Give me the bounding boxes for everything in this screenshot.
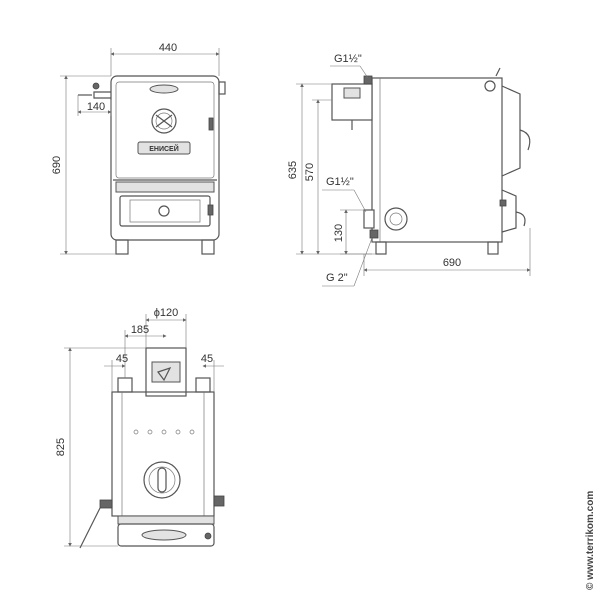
side-height-inner-label: 570 [304,163,316,181]
rear-left-gap-label: 45 [116,353,128,365]
watermark-text: © www.terrikom.com [585,491,596,590]
rear-view: ϕ120 185 45 45 825 [55,307,225,549]
side-top-fitting-label: G1½" [334,53,362,65]
side-height-outer-label: 635 [287,161,299,179]
front-width-label: 440 [159,42,177,54]
rear-pipe-offset-label: 185 [131,324,149,336]
side-bottom-fitting-label: G 2" [326,272,348,284]
front-view: ЕНИСЕЙ 440 690 140 [51,42,226,255]
rear-right-gap-label: 45 [201,353,213,365]
rear-height-label: 825 [55,438,67,456]
watermark: © www.terrikom.com [585,491,596,590]
side-mid-fitting-label: G1½" [326,176,354,188]
nameplate-text: ЕНИСЕЙ [149,144,179,153]
side-depth-label: 690 [443,257,461,269]
side-fitting-height-label: 130 [333,224,345,242]
rear-diameter-label: ϕ120 [154,307,179,319]
front-handle-offset-label: 140 [87,101,105,113]
front-height-label: 690 [51,156,63,174]
side-view: G1½" G1½" G 2" 635 570 130 690 [287,53,531,287]
